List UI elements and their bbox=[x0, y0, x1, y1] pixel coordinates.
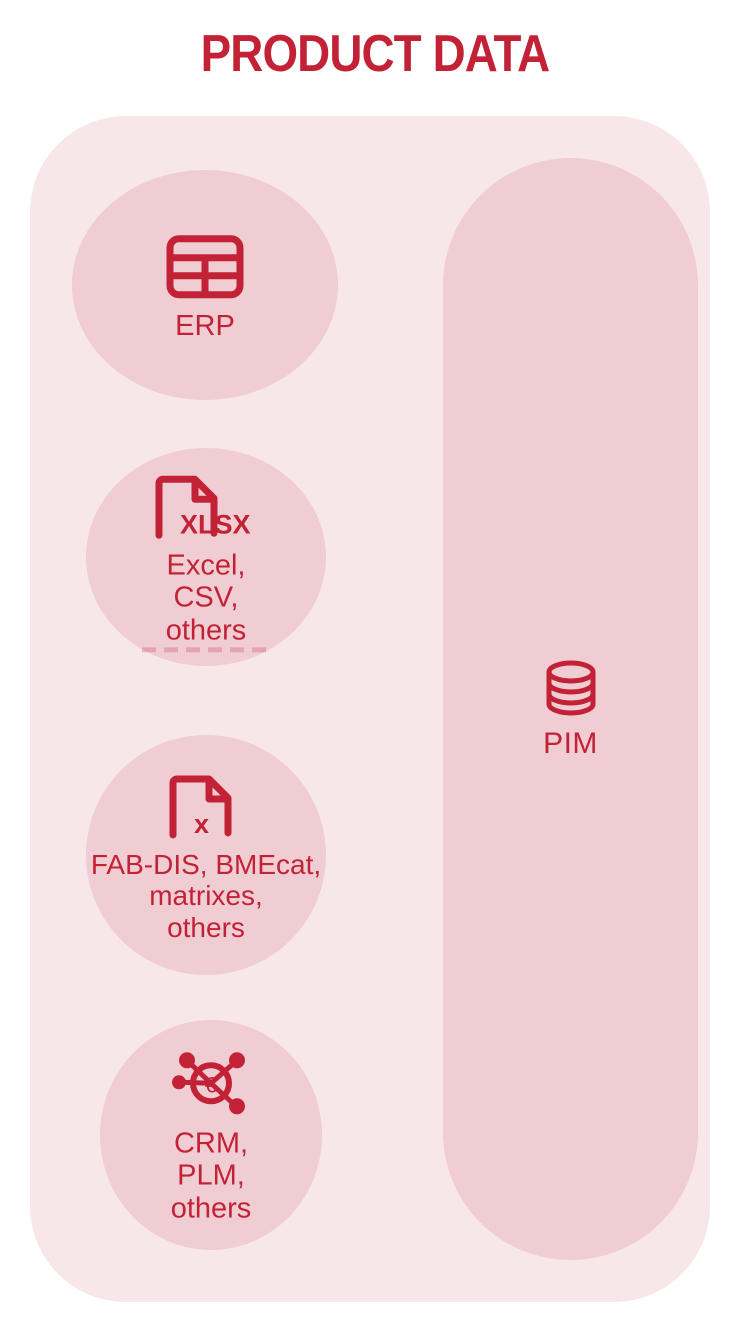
source-label-crm: CRM, PLM, others bbox=[170, 1127, 252, 1225]
target-label-pim: PIM bbox=[543, 727, 598, 760]
svg-text:€: € bbox=[205, 1072, 217, 1097]
target-pill-pim[interactable]: PIM bbox=[443, 158, 698, 1260]
source-label-xlsx: Excel, CSV, others bbox=[165, 549, 247, 647]
source-content-fabdis: x FAB-DIS, BMEcat, matrixes, others bbox=[41, 767, 371, 943]
target-content-pim: PIM bbox=[443, 158, 698, 1260]
source-content-erp: ERP bbox=[40, 228, 370, 342]
file-xlsx-icon-text: XLSX bbox=[180, 509, 251, 539]
page-title: PRODUCT DATA bbox=[200, 25, 551, 83]
table-grid-icon bbox=[165, 228, 245, 300]
source-circle-xlsx[interactable]: XLSX Excel, CSV, others bbox=[86, 448, 326, 666]
euro-network-icon: € bbox=[168, 1045, 254, 1117]
file-xlsx-icon: XLSX bbox=[152, 467, 260, 539]
file-x-icon: x bbox=[166, 767, 246, 839]
source-content-crm: € CRM, PLM, others bbox=[46, 1045, 376, 1224]
text-artifact bbox=[142, 647, 270, 653]
database-cylinder-icon bbox=[540, 657, 602, 719]
source-circle-erp[interactable]: ERP bbox=[72, 170, 338, 400]
source-circle-fabdis[interactable]: x FAB-DIS, BMEcat, matrixes, others bbox=[86, 735, 326, 975]
file-x-icon-text: x bbox=[194, 809, 209, 839]
source-circle-crm[interactable]: € CRM, PLM, others bbox=[100, 1020, 322, 1250]
source-content-xlsx: XLSX Excel, CSV, others bbox=[41, 467, 371, 653]
source-label-erp: ERP bbox=[175, 309, 235, 342]
source-label-fabdis: FAB-DIS, BMEcat, matrixes, others bbox=[90, 848, 322, 943]
